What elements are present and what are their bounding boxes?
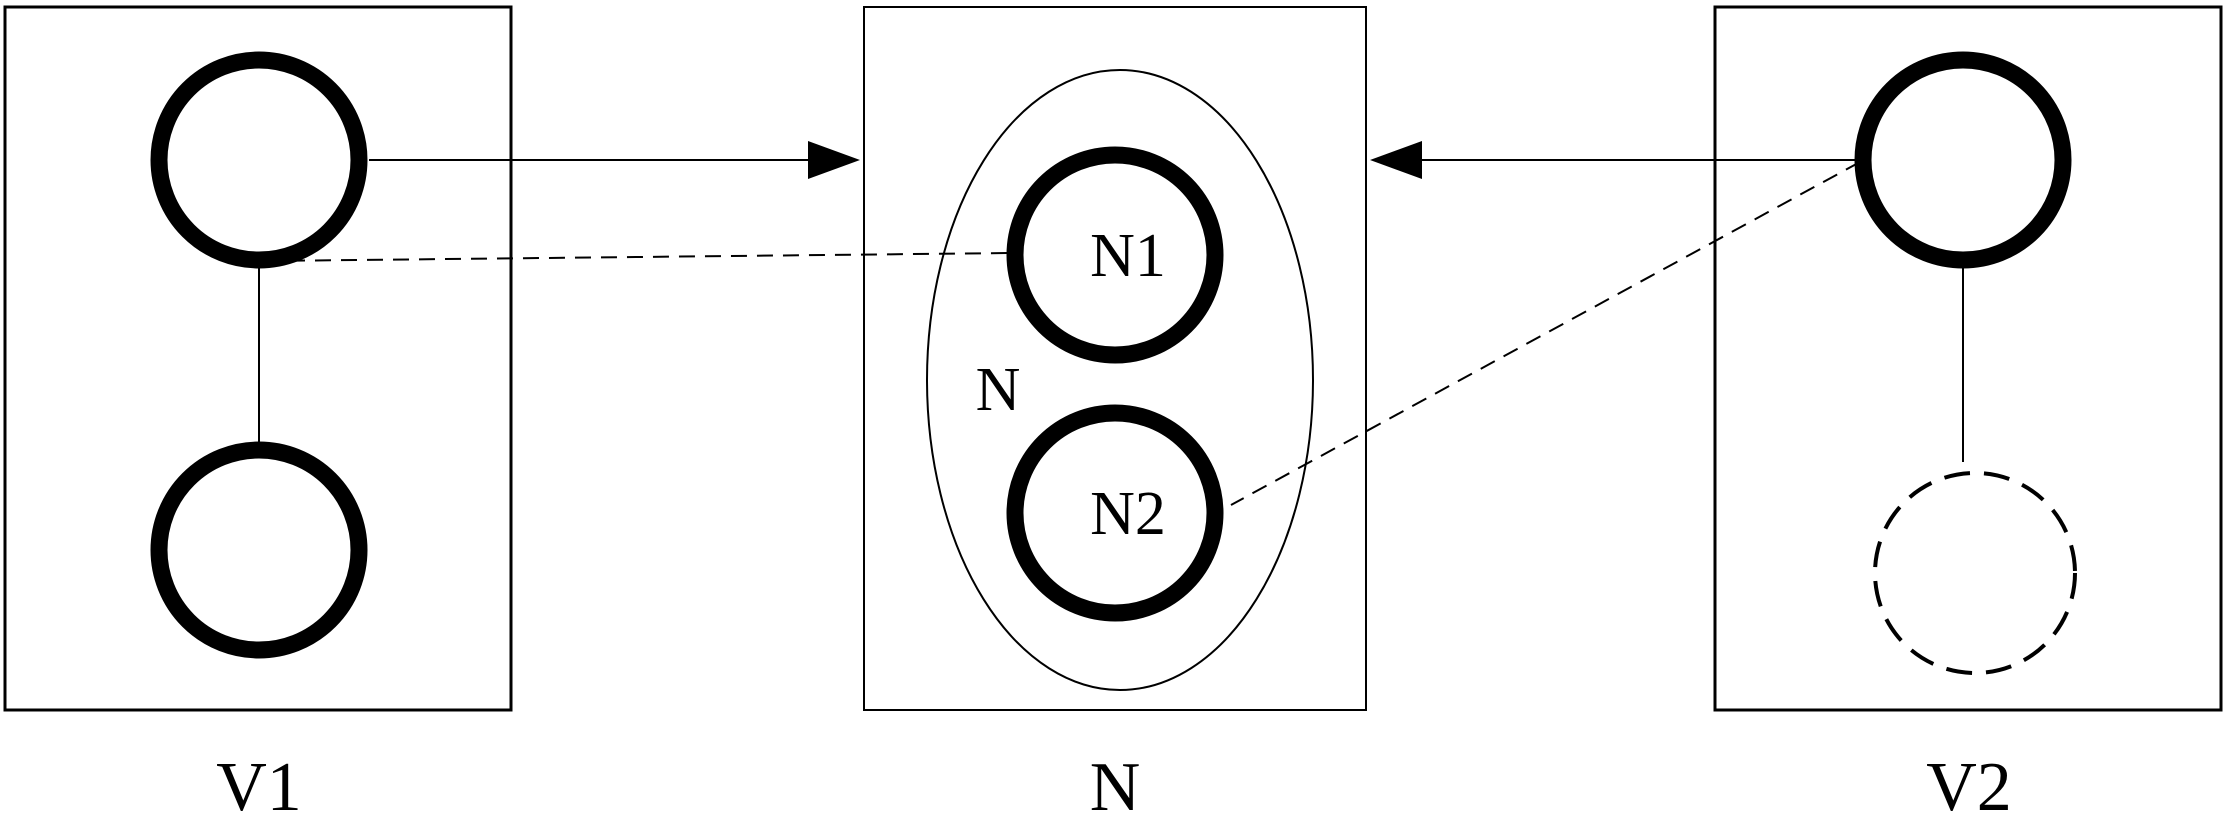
group-label: N [976, 356, 1021, 424]
caption-v2: V2 [1926, 749, 2012, 826]
panel-n-frame [863, 6, 1367, 711]
v1-top-node [150, 51, 368, 269]
panel-v1-frame [3, 5, 513, 712]
dashed-link-v2-n2 [1230, 161, 1861, 506]
v2-top-node [1854, 51, 2072, 269]
n2-node [1006, 404, 1224, 622]
panel-v2-frame [1713, 5, 2223, 712]
n1-node [1006, 146, 1224, 364]
v1-bottom-node [150, 441, 368, 659]
group-ellipse [926, 69, 1314, 691]
arrowhead-v2-to-n [1370, 141, 1422, 179]
caption-v1: V1 [216, 749, 302, 826]
arrowhead-v1-to-n [808, 141, 860, 179]
caption-n: N [1090, 749, 1141, 826]
n1-label: N1 [1090, 222, 1166, 290]
n2-label: N2 [1090, 480, 1166, 548]
dashed-link-v1-n1 [262, 252, 1013, 262]
v2-missing-node [1873, 471, 2077, 675]
